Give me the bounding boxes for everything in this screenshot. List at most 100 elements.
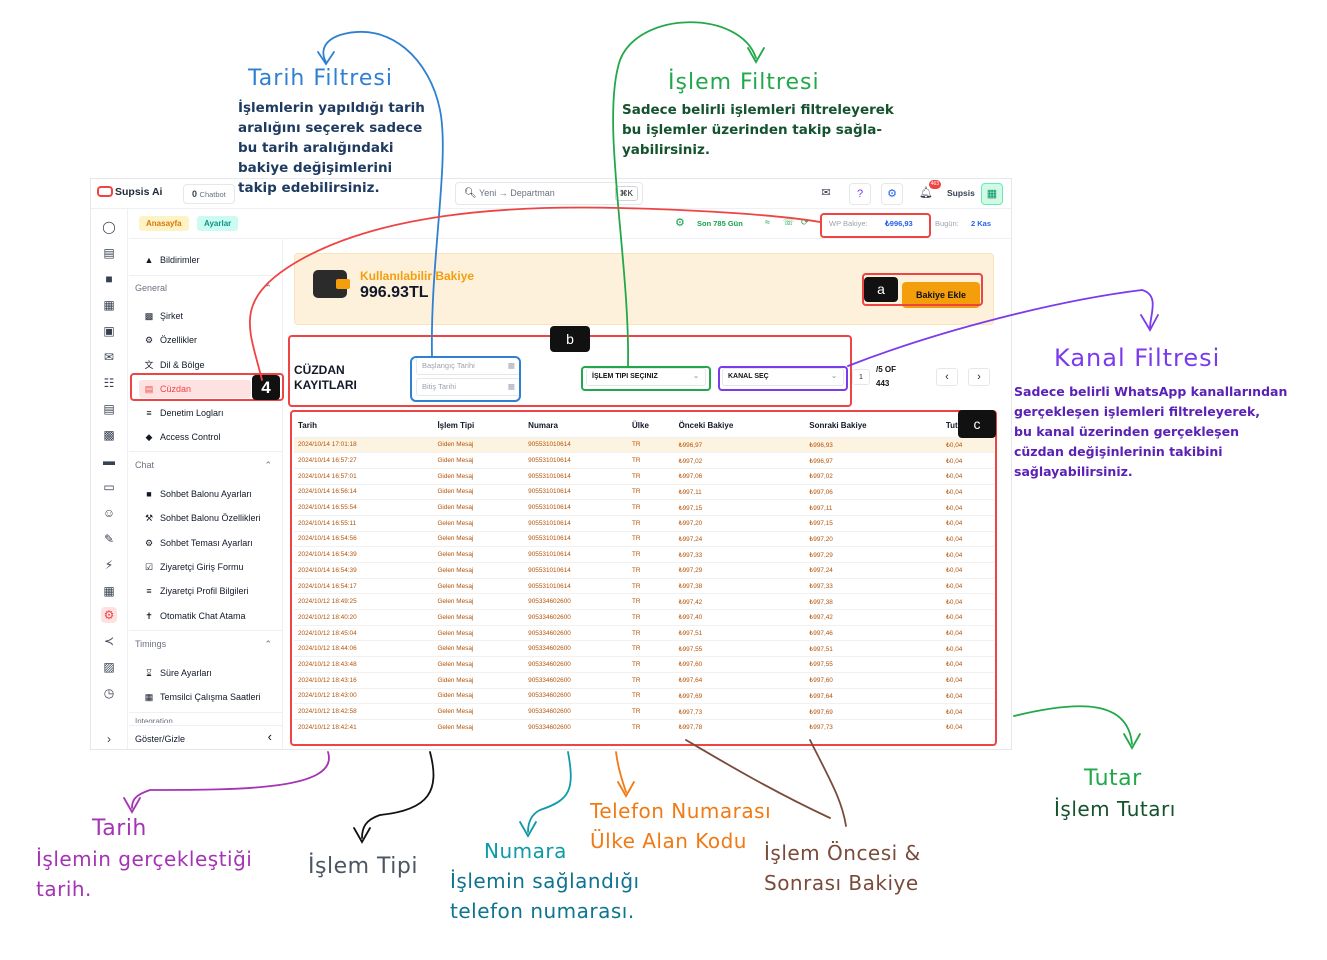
sidebar-item-access-control[interactable]: ◆Access Control	[143, 430, 221, 444]
channel-select[interactable]: KANAL SEÇ⌄	[722, 368, 844, 386]
table-cell: ₺997,42	[805, 609, 942, 626]
sidebar-item-notifications[interactable]: ▲Bildirimler	[144, 255, 200, 265]
help-icon[interactable]: ?	[849, 183, 871, 205]
sidebar-item-durations[interactable]: ⌛︎Süre Ayarları	[143, 666, 212, 680]
group-general[interactable]: General	[135, 283, 168, 293]
breadcrumb-home[interactable]: Anasayfa	[139, 216, 189, 231]
document-icon[interactable]: ▤	[103, 402, 115, 416]
expand-icon[interactable]: ›	[107, 732, 111, 746]
calendar-icon[interactable]: ☷	[103, 376, 115, 390]
column-header[interactable]: Önceki Bakiye	[678, 421, 734, 431]
envelope-icon[interactable]: ✉	[103, 350, 115, 364]
mail-icon[interactable]: ✉	[821, 187, 831, 199]
share-icon[interactable]: ≺	[103, 634, 115, 648]
table-cell: 905531010614	[524, 546, 629, 563]
ticket-icon[interactable]: ▬	[103, 454, 115, 468]
column-header[interactable]: Sonraki Bakiye	[809, 421, 867, 431]
annotation-channel-filter-title: Kanal Filtresi	[1054, 344, 1221, 372]
sidebar-item-bubble-settings[interactable]: ■Sohbet Balonu Ayarları	[143, 487, 252, 501]
grid-icon[interactable]: ▦	[103, 298, 115, 312]
table-cell: ₺0,04	[941, 530, 994, 547]
chevron-left-icon[interactable]: ‹	[267, 729, 272, 744]
chevron-up-icon[interactable]: ⌃	[264, 283, 272, 293]
table-cell: 905334602600	[524, 671, 629, 688]
column-header[interactable]: Ülke	[632, 421, 649, 431]
sidebar-item-company[interactable]: ▩Şirket	[144, 311, 184, 321]
user-name[interactable]: Supsis	[947, 188, 975, 198]
wallet-icon	[313, 270, 350, 298]
sidebar-item-work-hours[interactable]: ▦Temsilci Çalışma Saatleri	[144, 692, 261, 702]
chatbot-selector[interactable]: 0 Chatbot	[183, 184, 235, 204]
column-header[interactable]: İşlem Tipi	[437, 421, 475, 431]
column-header[interactable]: Numara	[528, 421, 558, 431]
report-icon[interactable]: ▩	[103, 428, 115, 442]
table-cell: ₺997,40	[674, 609, 806, 626]
transaction-type-select[interactable]: İŞLEM TIPI SEÇINIZ⌄	[586, 368, 706, 386]
clock-icon[interactable]: ◷	[103, 686, 115, 700]
add-balance-button[interactable]: Bakiye Ekle	[902, 282, 980, 308]
brand[interactable]: Supsis Ai	[97, 186, 162, 198]
store-icon[interactable]: ▨	[103, 660, 115, 674]
group-integration[interactable]: Integration	[135, 717, 173, 723]
breadcrumb-settings[interactable]: Ayarlar	[197, 216, 239, 231]
apps-icon[interactable]: ▦	[103, 584, 115, 598]
sidebar-item-audit-logs[interactable]: ≡Denetim Logları	[143, 406, 223, 420]
table-cell: ₺997,38	[674, 577, 806, 594]
bell-icon[interactable]: 🔔︎ 463	[919, 180, 941, 199]
group-timings[interactable]: Timings	[135, 639, 167, 649]
inbox-icon[interactable]: ▤	[103, 246, 115, 260]
table-cell: ₺997,69	[805, 703, 942, 720]
settings-icon[interactable]: ⚙	[101, 607, 117, 623]
sidebar-item-chat-theme[interactable]: ⚙Sohbet Teması Ayarları	[144, 538, 253, 548]
sidebar-item-visitor-profile[interactable]: ≡Ziyaretçi Profil Bilgileri	[143, 584, 248, 598]
person-icon[interactable]: ☺	[102, 506, 116, 520]
group-chat[interactable]: Chat	[135, 460, 155, 470]
column-header[interactable]: Tutar	[945, 421, 966, 431]
box-icon[interactable]: ▭	[103, 480, 115, 494]
toggle-sidebar[interactable]: Göster/Gizle	[135, 734, 186, 744]
page-input[interactable]: 1	[852, 369, 870, 385]
divider	[129, 725, 283, 726]
sidebar-item-features[interactable]: ⚙Özellikler	[144, 335, 198, 345]
avatar[interactable]: ▦	[981, 183, 1003, 205]
column-header[interactable]: Tarih	[298, 421, 317, 431]
gear-icon[interactable]: ⚙	[881, 183, 903, 205]
pen-icon[interactable]: ✎	[103, 532, 115, 546]
table-cell: 2024/10/12 18:42:41	[294, 718, 434, 736]
chevron-up-icon[interactable]: ⌃	[264, 460, 272, 470]
refresh-icon[interactable]: ⟳	[801, 217, 809, 227]
sidebar-item-bubble-features[interactable]: ⚒︎Sohbet Balonu Özellikleri	[144, 513, 261, 523]
next-page-button[interactable]: ›	[968, 368, 990, 386]
sidebar-item-wallet[interactable]: ▤Cüzdan	[139, 380, 251, 398]
bolt-icon[interactable]: ⚡︎	[104, 558, 114, 572]
search-input[interactable]: 🔍︎ Yeni → Departman ⌘K	[455, 182, 643, 205]
chevron-up-icon[interactable]: ⌃	[264, 639, 272, 649]
sidebar-item-auto-assign[interactable]: ✝Otomatik Chat Atama	[143, 609, 245, 623]
users-icon[interactable]: ■	[105, 272, 113, 286]
prev-page-button[interactable]: ‹	[936, 368, 958, 386]
chat-icon[interactable]: ◯	[102, 220, 116, 234]
table-cell: ₺997,06	[674, 467, 806, 485]
id-card-icon[interactable]: ▣	[103, 324, 115, 338]
sidebar-item-visitor-form[interactable]: ☑Ziyaretçi Giriş Formu	[144, 562, 244, 572]
